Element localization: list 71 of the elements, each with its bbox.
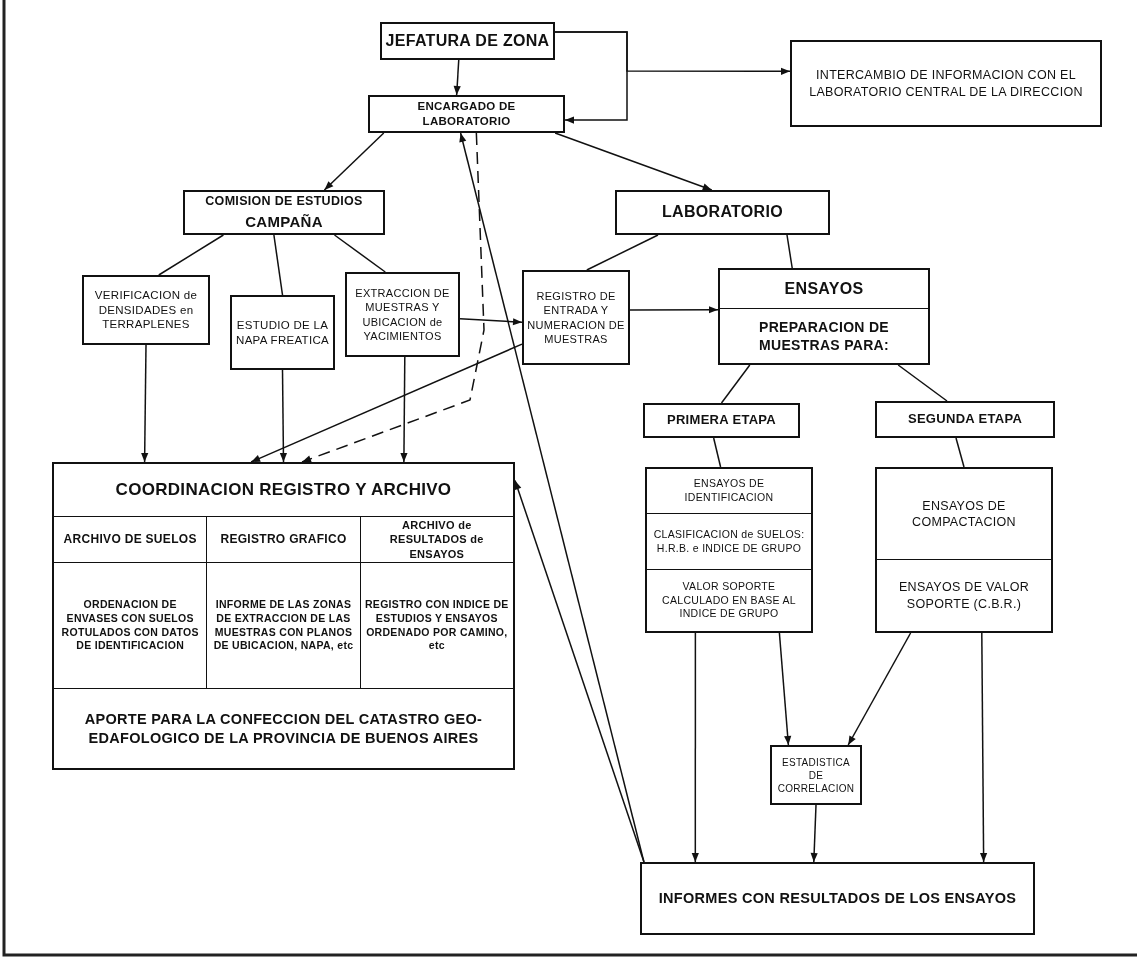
arrow	[810, 804, 818, 863]
box-heading: ENSAYOS DE COMPACTACION	[911, 497, 1017, 531]
process-box	[790, 40, 1102, 127]
arrow	[847, 632, 912, 746]
connector-line	[273, 234, 284, 296]
arrow	[279, 369, 287, 463]
box-label: ENCARGADO DE LABORATORIO	[416, 99, 517, 129]
box-heading: ENSAYOS DE IDENTIFICACION	[683, 477, 775, 505]
box-label: INTERCAMBIO DE INFORMACION CON EL LABORATORIO CENTRAL DE LA DIRECCION	[808, 67, 1084, 100]
connector-line	[897, 364, 948, 402]
process-box	[52, 462, 515, 770]
arrow	[629, 306, 719, 314]
connector-line	[158, 234, 225, 276]
box-label: PRIMERA ETAPA	[666, 412, 777, 429]
box-label: CAMPAÑA	[245, 212, 323, 232]
box-label: APORTE PARA LA CONFECCION DEL CATASTRO GEO-EDAFOLOGICO DE LA PROVINCIA DE BUENOS AIRES	[83, 709, 484, 748]
box-label: ESTADISTICA DE CORRELACION	[776, 755, 856, 795]
box-label: ARCHIVO de RESULTADOS de ENSAYOS	[388, 518, 485, 561]
connector-line	[712, 437, 722, 468]
process-box	[718, 268, 930, 365]
arrow	[459, 318, 523, 326]
arrow	[980, 632, 988, 863]
box-label: ENSAYOS DE VALOR SOPORTE (C.B.R.)	[897, 579, 1031, 612]
box-label: ORDENACION DE ENVASES CON SUELOS ROTULADOS CON DATOS DE IDENTIFICACION	[60, 598, 200, 653]
process-box	[615, 190, 830, 235]
connector-line	[720, 364, 751, 404]
process-box	[380, 22, 555, 60]
dashed-arrow	[301, 132, 485, 463]
box-heading: ENSAYOS	[784, 278, 864, 299]
process-box	[875, 401, 1055, 438]
process-box	[875, 467, 1053, 633]
process-box	[643, 403, 800, 438]
process-box	[368, 95, 565, 133]
box-label: REGISTRO DE ENTRADA Y NUMERACION DE MUESTRAS	[527, 288, 625, 347]
process-box	[645, 467, 813, 633]
arrow	[141, 344, 149, 463]
box-label: EXTRACCION DE MUESTRAS Y UBICACION de YACIMIENTOS	[354, 285, 451, 344]
process-box	[82, 275, 210, 345]
box-label: INFORMES CON RESULTADOS DE LOS ENSAYOS	[658, 889, 1017, 908]
box-label: ESTUDIO DE LA NAPA FREATICA	[235, 317, 330, 348]
connector-line	[955, 437, 965, 468]
process-box	[345, 272, 460, 357]
box-label: CLASIFICACION de SUELOS: H.R.B. e INDICE DE GRUPO	[652, 527, 806, 556]
box-label: ARCHIVO DE SUELOS	[63, 531, 197, 548]
arrow	[453, 59, 461, 96]
box-label: VALOR SOPORTE CALCULADO EN BASE AL INDICE DE GRUPO	[661, 580, 797, 621]
process-box	[640, 862, 1035, 935]
connector-line	[586, 234, 659, 271]
connector-line	[786, 234, 793, 269]
arrow	[554, 132, 713, 191]
box-label: SEGUNDA ETAPA	[907, 411, 1023, 428]
process-box	[230, 295, 335, 370]
process-box	[522, 270, 630, 365]
arrow	[323, 132, 385, 191]
box-label: REGISTRO GRAFICO	[220, 531, 347, 548]
arrow	[778, 632, 792, 746]
box-heading: COMISION DE ESTUDIOS	[205, 193, 363, 210]
box-label: JEFATURA DE ZONA	[385, 30, 550, 51]
box-label: LABORATORIO	[662, 202, 783, 223]
process-box	[183, 190, 385, 235]
box-label: PREPARACION DE MUESTRAS PARA:	[758, 317, 890, 355]
box-heading: COORDINACION REGISTRO Y ARCHIVO	[115, 478, 452, 501]
box-label: VERIFICACION de DENSIDADES en TERRAPLENES	[93, 287, 199, 333]
arrow	[400, 356, 408, 463]
box-label: INFORME DE LAS ZONAS DE EXTRACCION DE LAS MUESTRAS CON PLANOS DE UBICACION, NAPA, etc	[212, 598, 355, 653]
connector-line	[333, 234, 386, 273]
process-box	[770, 745, 862, 805]
box-label: REGISTRO CON INDICE DE ESTUDIOS Y ENSAYOS ORDENADO POR CAMINO, etc	[363, 598, 510, 653]
arrow	[554, 31, 791, 75]
arrow	[250, 343, 523, 463]
arrow	[691, 632, 699, 863]
